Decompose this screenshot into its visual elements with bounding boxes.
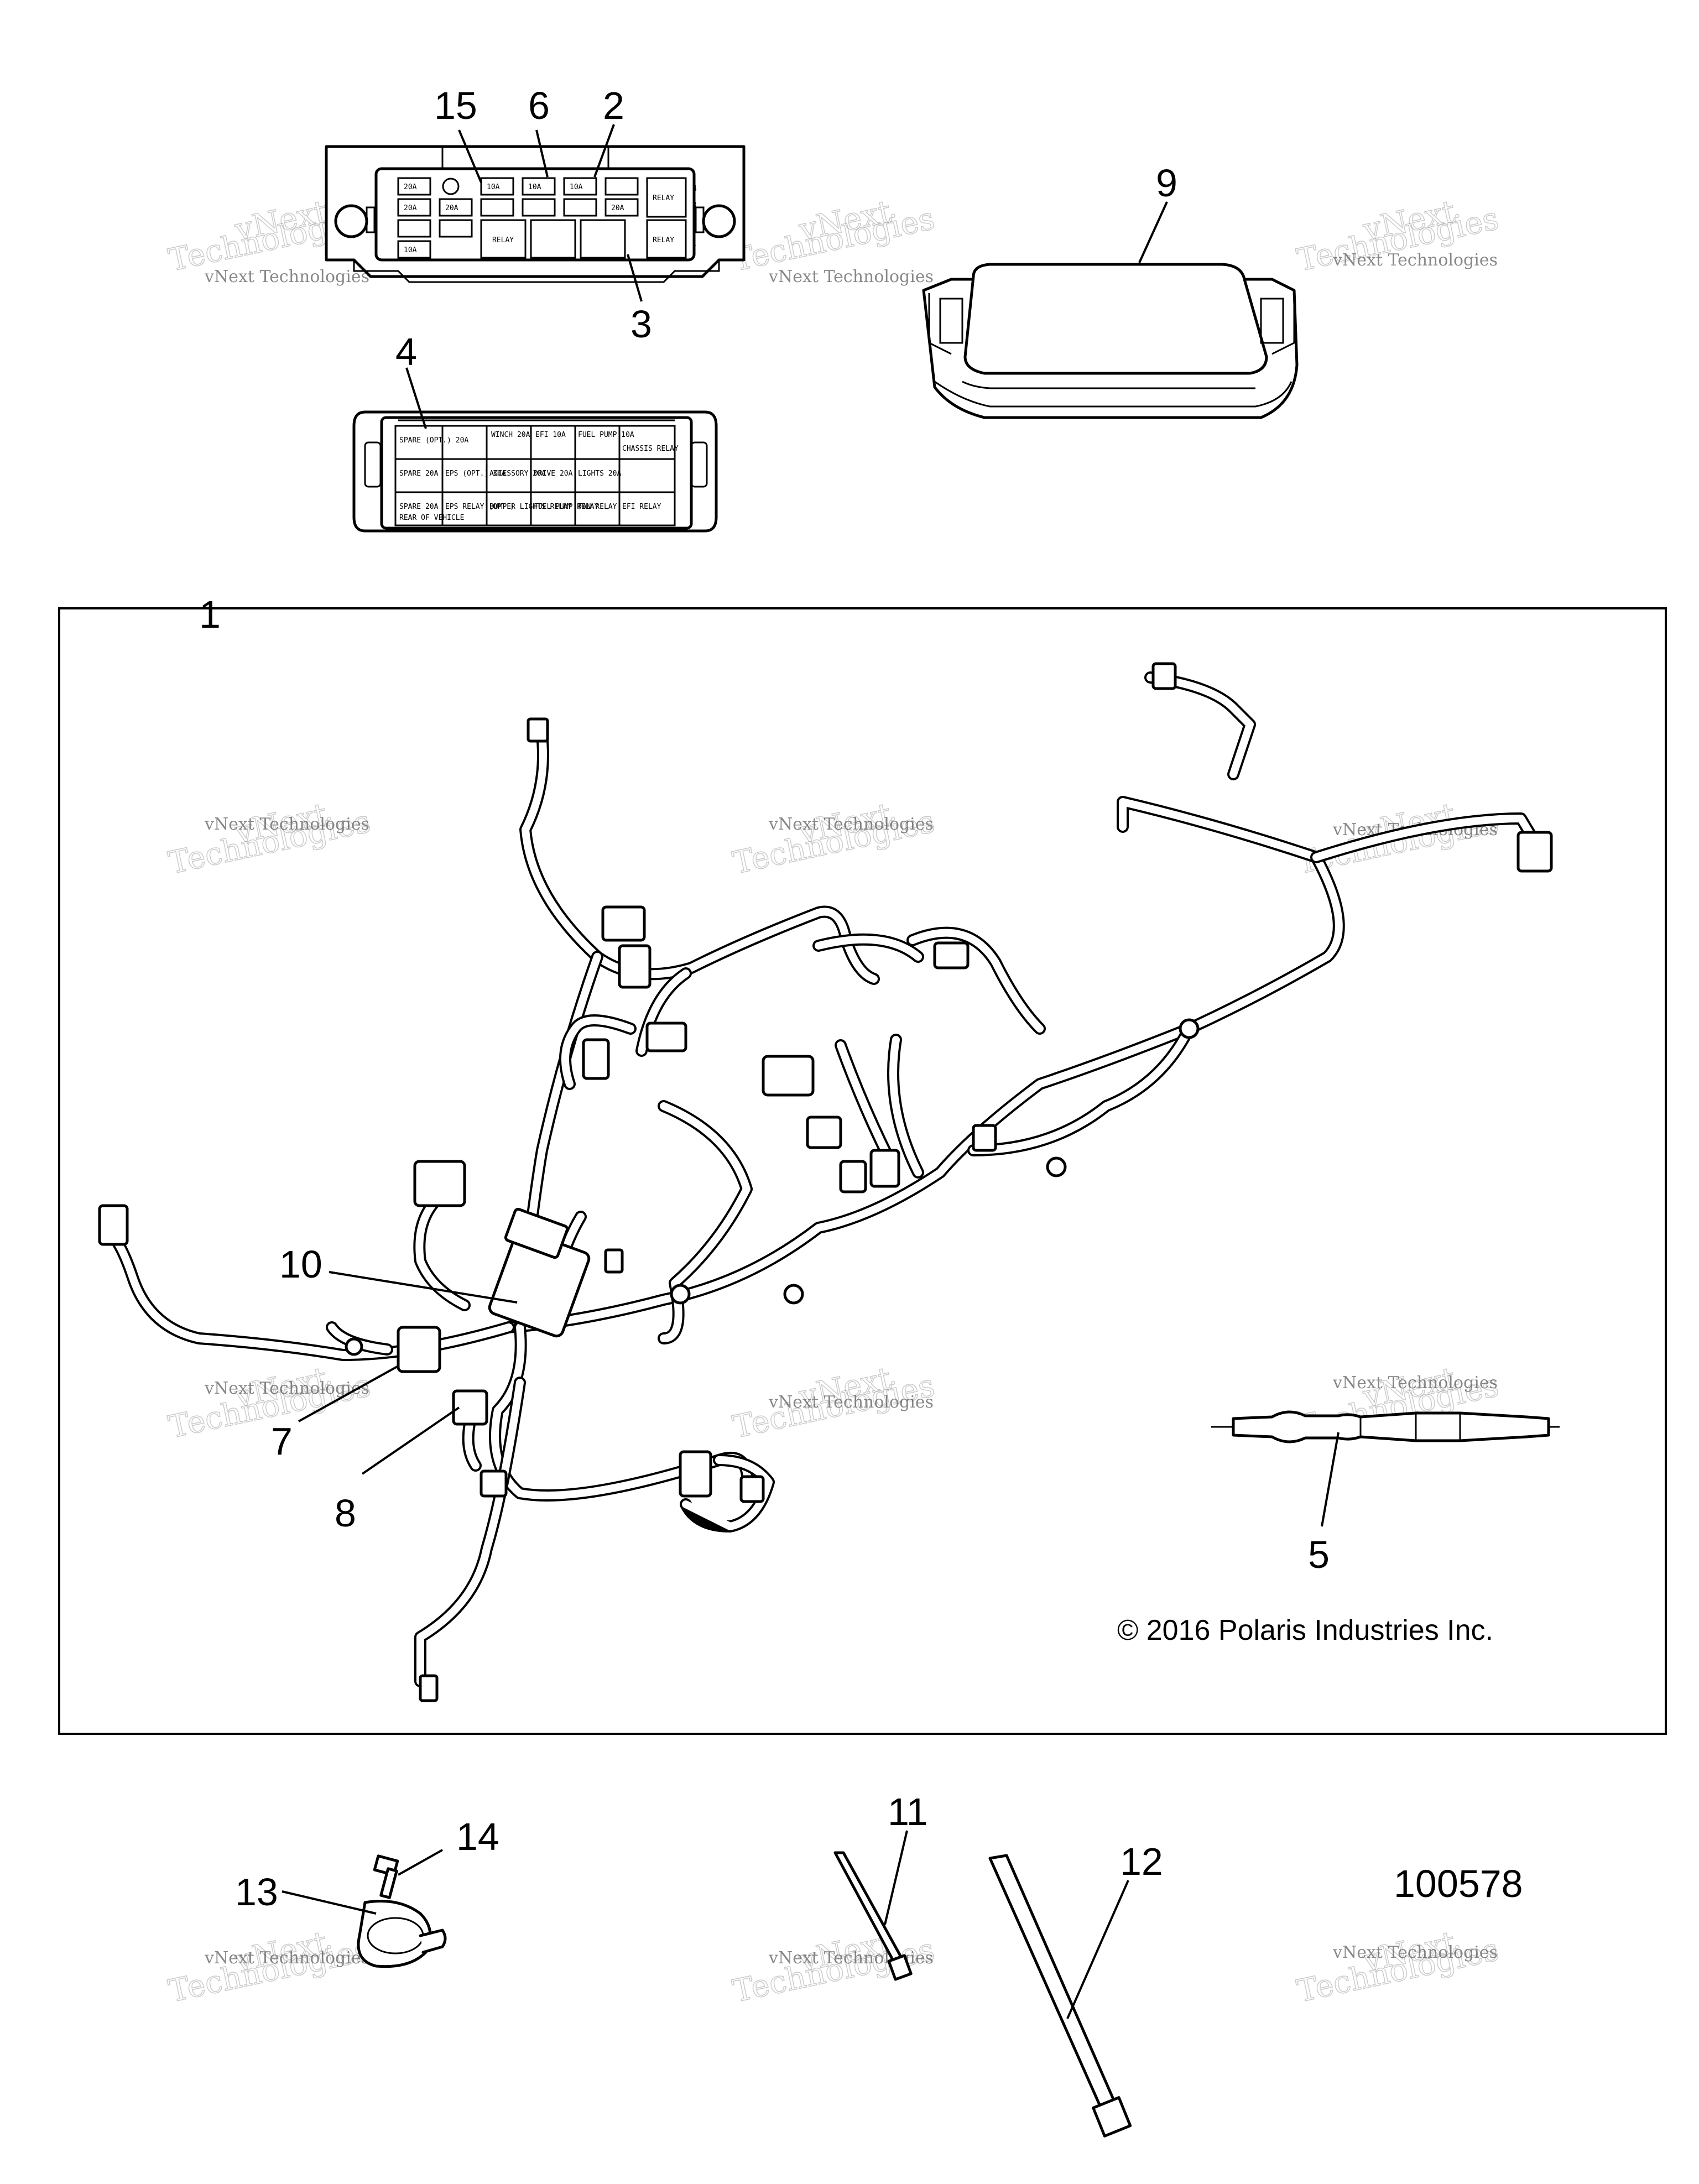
item-12-cable-tie — [988, 1854, 1132, 2138]
callout-4: 4 — [395, 330, 417, 373]
fuse-label-table: SPARE (OPT.) 20A WINCH 20A EFI 10A FUEL … — [394, 425, 679, 527]
svg-text:FUEL PUMP 10A: FUEL PUMP 10A — [578, 431, 634, 439]
item-5-inline-fuse — [1211, 1410, 1560, 1443]
svg-text:4: 4 — [692, 185, 697, 193]
callout-numbers: 15 6 2 3 4 9 1 10 7 8 5 11 12 13 14 — [199, 84, 1330, 1914]
watermark: Technologies vNext vNext Technologies — [1294, 193, 1503, 279]
fuse-box-top-view: 20A 10A 10A 10A 20A 20A 20A 10A RELAY RE… — [325, 145, 746, 283]
svg-text:vNext Technologies: vNext Technologies — [768, 267, 934, 286]
copyright-notice: © 2016 Polaris Industries Inc. — [1117, 1614, 1493, 1646]
svg-text:10A: 10A — [570, 183, 583, 191]
svg-text:10A: 10A — [487, 183, 500, 191]
svg-text:REAR OF VEHICLE: REAR OF VEHICLE — [399, 514, 464, 522]
svg-text:vNext Technologies: vNext Technologies — [1332, 1943, 1498, 1962]
svg-text:vNext Technologies: vNext Technologies — [1332, 251, 1498, 270]
watermark: Technologies vNext vNext Technologies — [165, 1924, 374, 2010]
callout-15: 15 — [434, 84, 477, 127]
svg-text:DRIVE 20A: DRIVE 20A — [534, 470, 573, 478]
callout-7: 7 — [271, 1420, 293, 1463]
svg-text:EPS (OPT.) 30A: EPS (OPT.) 30A — [445, 470, 506, 478]
drawing-number: 100578 — [1394, 1862, 1523, 1905]
svg-text:WINCH 20A: WINCH 20A — [491, 431, 530, 439]
svg-text:20A: 20A — [404, 204, 417, 212]
item-13-clamp — [357, 1900, 447, 1968]
callout-9: 9 — [1156, 161, 1177, 205]
svg-text:RELAY: RELAY — [653, 236, 674, 244]
watermark: Technologies vNext vNext Technologies — [729, 193, 939, 286]
callout-12: 12 — [1120, 1840, 1163, 1883]
svg-text:vNext Technologies: vNext Technologies — [1332, 1373, 1498, 1393]
watermark: Technologies vNext vNext Technologies — [729, 796, 939, 882]
callout-3: 3 — [630, 303, 652, 346]
svg-text:SPARE 20A: SPARE 20A — [399, 470, 439, 478]
svg-text:3: 3 — [692, 201, 697, 210]
svg-text:BUMPER LIGHTS RELAY: BUMPER LIGHTS RELAY — [489, 503, 572, 511]
callout-8: 8 — [335, 1492, 356, 1535]
fuse-grid: 20A 10A 10A 10A 20A 20A 20A 10A RELAY RE… — [397, 177, 697, 259]
leader-lines — [282, 124, 1340, 2019]
callout-2: 2 — [603, 84, 624, 127]
item-11-cable-tie — [833, 1851, 913, 1981]
watermark: Technologies vNext vNext Technologies — [165, 1360, 374, 1446]
svg-text:20A: 20A — [611, 204, 624, 212]
svg-text:FAN RELAY: FAN RELAY — [578, 503, 617, 511]
svg-text:vNext Technologies: vNext Technologies — [768, 815, 934, 834]
svg-text:LIGHTS 20A: LIGHTS 20A — [578, 470, 621, 478]
watermark: Technologies vNext vNext Technologies — [165, 796, 374, 882]
main-wire-harness — [98, 662, 1553, 1702]
svg-text:EFI 10A: EFI 10A — [535, 431, 566, 439]
callout-13: 13 — [235, 1870, 278, 1914]
connector — [98, 662, 1553, 1702]
svg-text:10A: 10A — [404, 246, 417, 254]
svg-text:RELAY: RELAY — [492, 236, 514, 244]
svg-text:vNext Technologies: vNext Technologies — [204, 1379, 369, 1398]
svg-text:EFI RELAY: EFI RELAY — [622, 503, 661, 511]
svg-text:RELAY: RELAY — [653, 194, 674, 202]
svg-text:10A: 10A — [528, 183, 541, 191]
svg-text:20A: 20A — [445, 204, 458, 212]
watermark: Technologies vNext vNext Technologies — [729, 1360, 939, 1446]
svg-text:vNext Technologies: vNext Technologies — [204, 815, 369, 834]
callout-14: 14 — [456, 1815, 499, 1858]
svg-text:CHASSIS RELAY: CHASSIS RELAY — [622, 445, 679, 453]
item-1-border — [58, 607, 1667, 1735]
svg-text:20A: 20A — [404, 183, 417, 191]
svg-text:FUEL PUMP RELAY: FUEL PUMP RELAY — [534, 503, 599, 511]
svg-text:vNext Technologies: vNext Technologies — [768, 1393, 934, 1412]
svg-text:vNext Technologies: vNext Technologies — [204, 1948, 369, 1968]
callout-10: 10 — [279, 1243, 322, 1286]
svg-text:EPS RELAY (OPT.): EPS RELAY (OPT.) — [445, 503, 514, 511]
watermark: Technologies vNext vNext Technologies — [1294, 1924, 1503, 2010]
callout-11: 11 — [888, 1790, 928, 1833]
svg-text:vNext Technologies: vNext Technologies — [204, 267, 369, 286]
callout-1: 1 — [199, 593, 221, 636]
svg-text:ACCESSORY 20A: ACCESSORY 20A — [489, 470, 546, 478]
svg-text:SPARE (OPT.) 20A: SPARE (OPT.) 20A — [399, 436, 468, 445]
svg-text:2: 2 — [692, 218, 697, 226]
callout-5: 5 — [1308, 1533, 1330, 1576]
callout-6: 6 — [528, 84, 550, 127]
item-14-bolt — [373, 1854, 399, 1899]
svg-text:SPARE 20A: SPARE 20A — [399, 503, 439, 511]
item-9-cover — [922, 263, 1299, 419]
svg-text:1: 1 — [692, 240, 697, 248]
fuse-box-cover: SPARE (OPT.) 20A WINCH 20A EFI 10A FUEL … — [352, 410, 718, 533]
